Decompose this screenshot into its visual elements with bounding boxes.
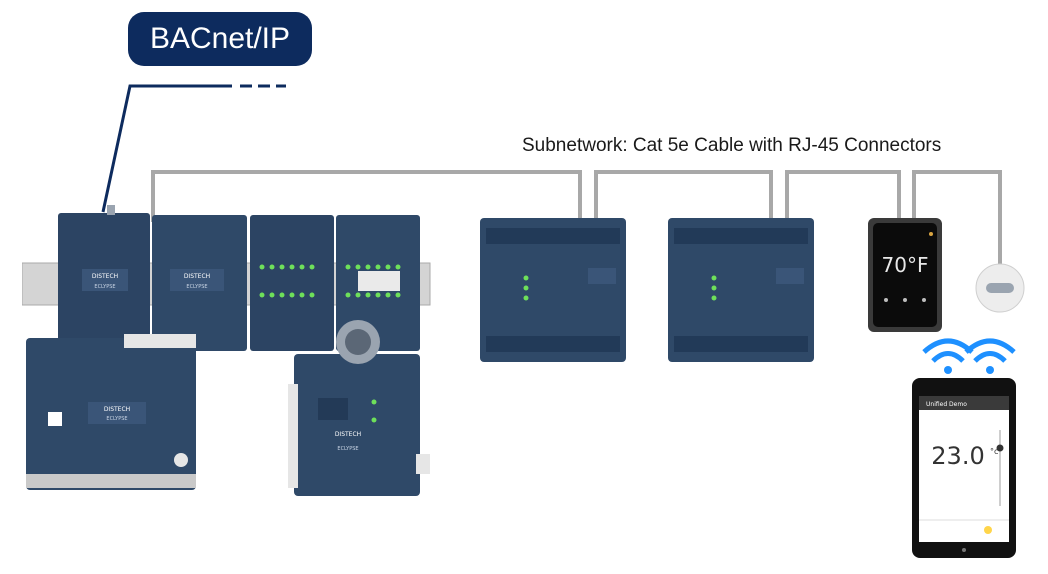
tablet-header: Unified Demo — [926, 401, 967, 408]
module-1-brand: DISTECH — [92, 273, 118, 280]
dip-switch-block — [358, 271, 400, 291]
field-controller-1 — [480, 218, 626, 362]
subnetwork-label: Subnetwork: Cat 5e Cable with RJ-45 Conn… — [522, 135, 942, 156]
controller-bottom-left: DISTECH ECLYPSE — [26, 334, 196, 490]
network-port — [107, 205, 115, 215]
module-1-label-panel — [82, 269, 128, 291]
subnet-cable-2 — [594, 170, 773, 222]
subnet-cable-4 — [912, 170, 1002, 268]
field-controller-2 — [668, 218, 814, 362]
module-2-label-panel — [170, 269, 224, 291]
wireless-sensor — [975, 263, 1025, 313]
io-module-1 — [250, 215, 334, 351]
din-rail-controller-assembly: DISTECH ECLYPSE DISTECH ECLYPSE — [22, 205, 431, 351]
bl-product: ECLYPSE — [106, 416, 127, 422]
wall-thermostat: 70°F — [868, 218, 942, 332]
bl-brand: DISTECH — [104, 406, 130, 413]
module-2-brand: DISTECH — [184, 273, 210, 280]
module-1-product: ECLYPSE — [94, 284, 115, 290]
thermostat-temperature: 70°F — [882, 253, 929, 277]
bacnet-ip-label: BACnet/IP — [128, 12, 312, 66]
controller-center: DISTECH ECLYPSE — [288, 320, 430, 496]
subnet-cable-3 — [785, 170, 901, 222]
center-brand: DISTECH — [335, 431, 361, 438]
subnet-cable-1 — [151, 170, 582, 222]
tablet-slider-thumb[interactable] — [996, 444, 1004, 452]
center-product: ECLYPSE — [337, 446, 358, 452]
bacnet-uplink-line — [101, 84, 232, 213]
module-2-product: ECLYPSE — [186, 284, 207, 290]
io-status-leds — [259, 264, 401, 298]
tablet-unit: °c — [990, 447, 998, 456]
tablet: Unified Demo 23.0 °c — [912, 378, 1016, 558]
wifi-icon-2 — [964, 338, 1016, 374]
tablet-temperature: 23.0 — [931, 442, 984, 470]
